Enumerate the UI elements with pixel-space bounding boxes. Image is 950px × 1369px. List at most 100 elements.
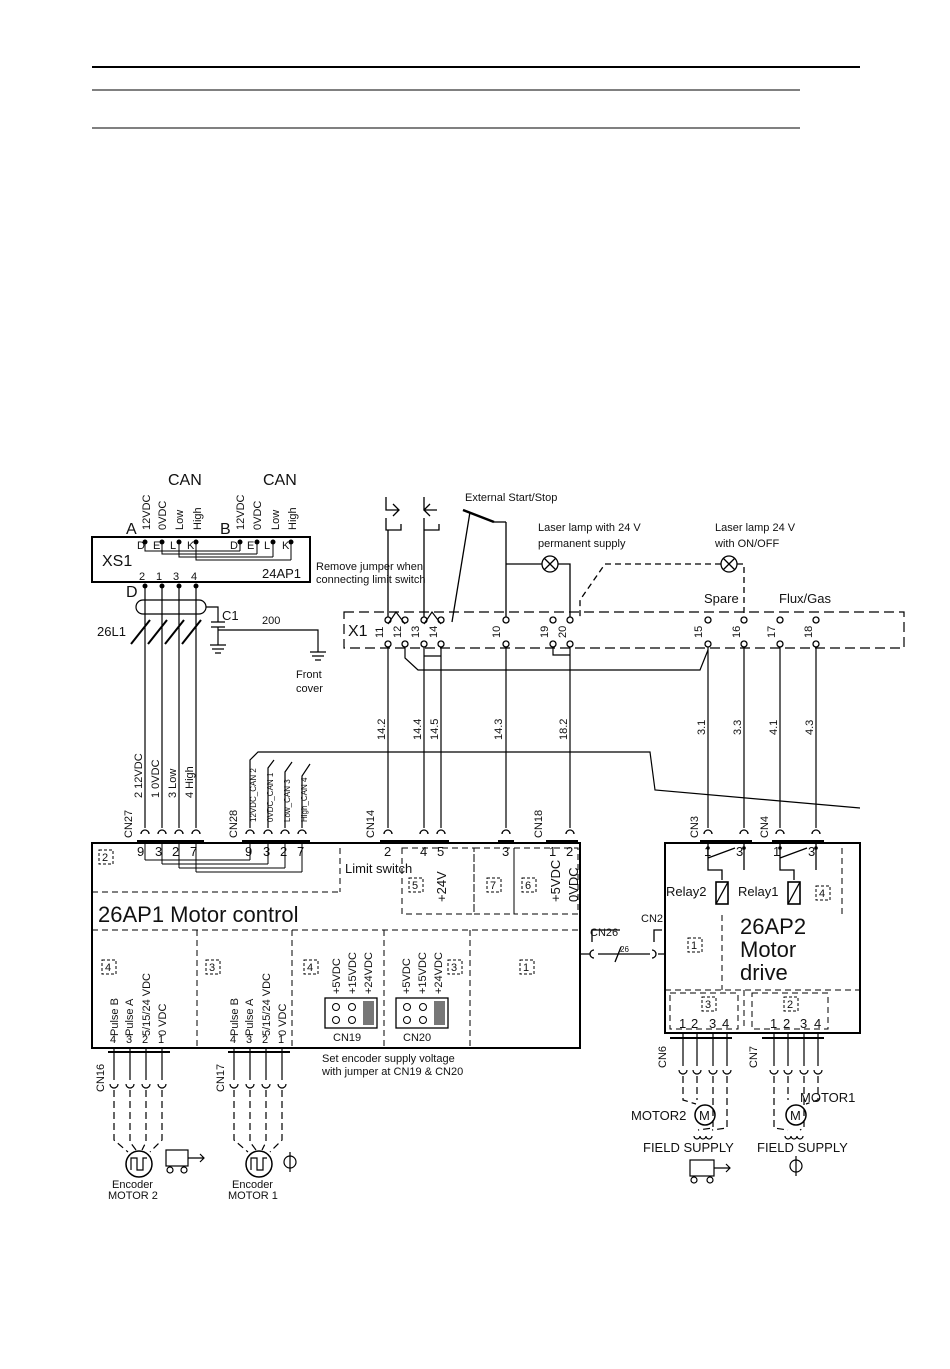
motor-control-title: 26AP1 Motor control bbox=[98, 902, 299, 927]
cn19-label: CN19 bbox=[333, 1032, 361, 1044]
xs1-letter: D bbox=[137, 540, 145, 552]
encoder-motor1-label: MOTOR 1 bbox=[228, 1190, 278, 1202]
xs1-pin-label: High bbox=[287, 507, 299, 530]
x1-term: 12 bbox=[392, 626, 404, 638]
encoder-2-pin-nums: 4 3 2 1 bbox=[110, 1034, 164, 1046]
svg-text:1: 1 bbox=[679, 1016, 686, 1031]
xs1-board: 24AP1 bbox=[262, 566, 301, 581]
xs1-pin-labels-a: 12VDC 0VDC Low High bbox=[141, 494, 204, 530]
xs1-letter: L bbox=[264, 540, 270, 552]
cn16-label: CN16 bbox=[95, 1064, 107, 1092]
xs1-name: XS1 bbox=[102, 553, 132, 570]
cn20-voltage-labels: +5VDC +15VDC +24VDC bbox=[401, 952, 445, 994]
xs1-pin-label: 0VDC bbox=[252, 501, 264, 530]
cn14-pin-numbers: 2 4 5 3 1 2 bbox=[384, 844, 573, 859]
enc-label: 5/15/24 VDC bbox=[141, 973, 153, 1036]
svg-text:3: 3 bbox=[126, 1034, 132, 1046]
cn17-label: CN17 bbox=[215, 1064, 227, 1092]
svg-text:+15VDC: +15VDC bbox=[417, 952, 429, 994]
encoder-motor2-label: MOTOR 2 bbox=[108, 1190, 158, 1202]
plus-5vdc-label: +5VDC bbox=[548, 860, 563, 902]
xs1-letter: E bbox=[247, 540, 254, 552]
pin-num: 3 bbox=[502, 844, 509, 859]
field-supply-label-1: FIELD SUPPLY bbox=[757, 1140, 848, 1155]
encoder-cables bbox=[108, 1048, 297, 1178]
enc-label: Pulse A bbox=[124, 998, 136, 1036]
spare-label: Spare bbox=[704, 591, 739, 606]
cn27-wire-labels: 2 12VDC 1 0VDC 3 Low 4 High bbox=[133, 753, 196, 798]
cable-26l1-label: 26L1 bbox=[97, 624, 126, 639]
svg-text:1: 1 bbox=[278, 1034, 284, 1046]
xs1-pin-label: Low bbox=[174, 510, 186, 530]
cn28-wires bbox=[249, 751, 861, 828]
encoder-1-pin-labels: Pulse B Pulse A 5/15/24 VDC 0 VDC bbox=[229, 973, 289, 1036]
motor-drive-connector-dots bbox=[706, 846, 818, 850]
cn20-label: CN20 bbox=[403, 1032, 431, 1044]
motor-drive-partitions bbox=[665, 848, 860, 1030]
svg-text:3: 3 bbox=[705, 999, 711, 1011]
cable-26l1 bbox=[130, 586, 326, 828]
capacitor-c1-label: C1 bbox=[222, 608, 239, 623]
pin-num: 4 bbox=[420, 844, 427, 859]
motor1-m-symbol: M bbox=[790, 1108, 801, 1123]
xs1-pin-label: 12VDC bbox=[235, 494, 247, 530]
xs1-pin-label: Low bbox=[270, 510, 282, 530]
xs1-num: 1 bbox=[156, 571, 162, 583]
flux-gas-label: Flux/Gas bbox=[779, 591, 832, 606]
cn6-pin-numbers: 1 2 3 4 bbox=[679, 1016, 729, 1031]
box-num: 2 bbox=[102, 852, 108, 864]
cn3-label: CN3 bbox=[689, 816, 701, 838]
xs1-letter: K bbox=[282, 540, 290, 552]
svg-text:2: 2 bbox=[783, 1016, 790, 1031]
motor-control-box-labels: 2 5 7 6 4 3 4 3 1 bbox=[98, 849, 537, 975]
cn27-label: CN27 bbox=[123, 810, 135, 838]
pin-num: 7 bbox=[190, 844, 197, 859]
cn27-wire-label: 1 0VDC bbox=[150, 759, 162, 798]
cn28-wire-label: 12VDC_CAN 2 bbox=[249, 768, 258, 822]
x1-term: 10 bbox=[491, 626, 503, 638]
pin-num: 2 bbox=[172, 844, 179, 859]
remove-jumper-note: connecting limit switch bbox=[316, 574, 425, 586]
x1-terminal-numbers: 11 12 13 14 10 19 20 15 16 17 18 bbox=[374, 626, 815, 638]
svg-text:3: 3 bbox=[246, 1034, 252, 1046]
motor-drive-title: Motor bbox=[740, 937, 796, 962]
wire-number: 14.2 bbox=[376, 719, 388, 740]
enc-label: Pulse B bbox=[229, 998, 241, 1036]
motor-control-partitions bbox=[92, 847, 579, 1046]
xs1-links bbox=[144, 542, 292, 561]
remove-jumper-note: Remove jumper when bbox=[316, 561, 423, 573]
svg-text:1: 1 bbox=[773, 844, 780, 859]
svg-text:2: 2 bbox=[142, 1034, 148, 1046]
cn28-wire-label: Low_CAN 3 bbox=[283, 779, 292, 822]
enc-label: Pulse A bbox=[244, 998, 256, 1036]
xs1-letter: D bbox=[230, 540, 238, 552]
wire-number: 14.4 bbox=[412, 719, 424, 740]
connector-plugs bbox=[137, 829, 824, 842]
cn20-jumper-block bbox=[395, 997, 449, 1029]
x1-term: 19 bbox=[539, 626, 551, 638]
wire-number: 14.5 bbox=[429, 719, 441, 740]
cn28-wire-label: 0VDC_CAN 1 bbox=[266, 772, 275, 822]
xs1-a-label: A bbox=[126, 521, 137, 538]
encoder-motor1-label: Encoder bbox=[232, 1179, 273, 1191]
front-cover-label: Front bbox=[296, 669, 322, 681]
wire-number: 3.3 bbox=[732, 720, 744, 735]
cn28-pin-numbers: 9 3 2 7 bbox=[245, 844, 304, 859]
box-num: 7 bbox=[490, 880, 496, 892]
motor-drive-box-labels: 4 1 3 2 bbox=[687, 885, 831, 1012]
cn28-label: CN28 bbox=[228, 810, 240, 838]
jumper-note: with jumper at CN19 & CN20 bbox=[321, 1066, 463, 1078]
laser-lamp-1-label: permanent supply bbox=[538, 538, 626, 550]
box-num: 5 bbox=[412, 880, 418, 892]
zero-vdc-label: 0VDC bbox=[566, 867, 581, 902]
cn19-voltage-labels: +5VDC +15VDC +24VDC bbox=[331, 952, 375, 994]
cn28-wire-label: High_CAN 4 bbox=[300, 777, 309, 822]
xs1-b-label: B bbox=[220, 521, 231, 538]
motor-drive-board bbox=[664, 842, 861, 1034]
wire-number: 3.1 bbox=[696, 720, 708, 735]
svg-text:+5VDC: +5VDC bbox=[401, 958, 413, 994]
svg-text:4: 4 bbox=[819, 888, 825, 900]
cn18-label: CN18 bbox=[533, 810, 545, 838]
cn19-jumper-block bbox=[324, 997, 378, 1029]
encoder-motor2-label: Encoder bbox=[112, 1179, 153, 1191]
